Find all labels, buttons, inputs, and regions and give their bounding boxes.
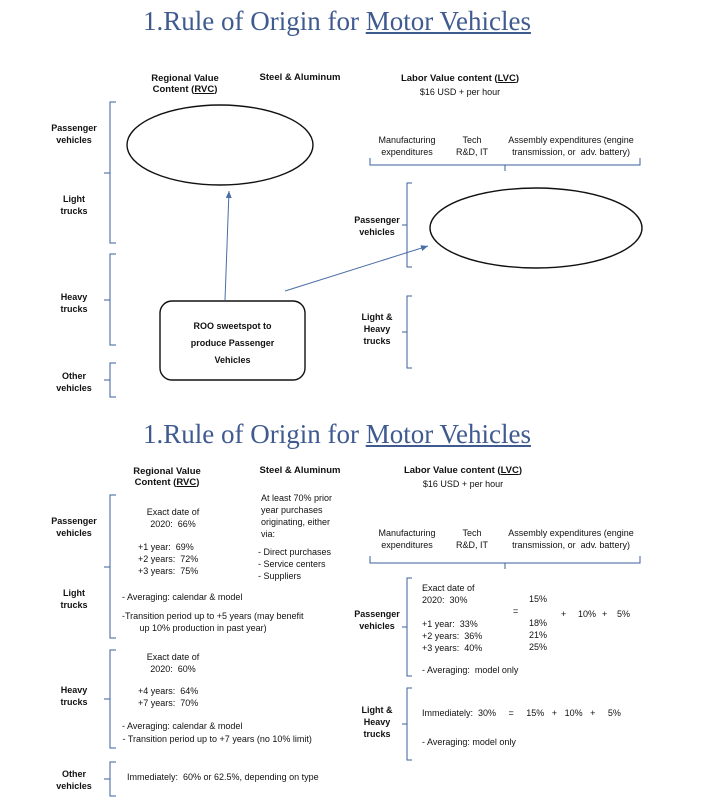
rvc-header-line2: Content ( bbox=[152, 84, 195, 95]
row2-label-light: Light trucks bbox=[60, 588, 88, 610]
lvc-header: Labor Value content (LVC) bbox=[385, 73, 535, 84]
heavy-averaging: - Averaging: calendar & model bbox=[122, 721, 243, 731]
lvc-pv-manufacturing: 15% 18% 21% 25% bbox=[528, 594, 547, 652]
arrow-to-rvc bbox=[224, 190, 232, 301]
bracket2-heavy bbox=[104, 649, 116, 749]
lvc2-row-label-heavy: Light & Heavy trucks bbox=[361, 705, 393, 739]
lvc-heavy-averaging: - Averaging: model only bbox=[422, 737, 516, 747]
lvc-heavy-line: Immediately: 30% = 15% + 10% + 5% bbox=[422, 708, 621, 718]
lvc-pv-averaging: - Averaging: model only bbox=[422, 665, 519, 675]
row2-label-heavy: Heavy trucks bbox=[60, 685, 88, 707]
ht-rvc-phase: +4 years: 64% +7 years: 70% bbox=[138, 686, 199, 708]
lvc-header-2: Labor Value content (LVC) bbox=[388, 465, 538, 476]
other-vehicles-text: Immediately: 60% or 62.5%, depending on … bbox=[127, 772, 319, 782]
lvc2-col-assembly: Assembly expenditures (engine transmissi… bbox=[508, 528, 634, 550]
bracket2-other bbox=[104, 761, 116, 797]
row2-label-passenger: Passenger vehicles bbox=[51, 516, 97, 538]
lvc-pv-tech: 10% bbox=[578, 609, 597, 619]
lvc-header2-text: Labor Value content ( bbox=[403, 465, 501, 476]
rvc-close: ) bbox=[214, 84, 218, 95]
bracket-other bbox=[104, 362, 116, 398]
rvc-header2-line1: Regional Value bbox=[133, 466, 201, 477]
rvc-header-line1: Regional Value bbox=[151, 73, 219, 84]
bracket-lvc-heavy bbox=[402, 295, 412, 369]
lvc-close-2: ) bbox=[518, 465, 523, 476]
row-label-heavy: Heavy trucks bbox=[60, 292, 88, 314]
heavy-transition: - Transition period up to +7 years (no 1… bbox=[120, 734, 312, 744]
lvc-pv-equals: = bbox=[513, 606, 519, 616]
title-text-2: 1.Rule of Origin for bbox=[143, 419, 366, 449]
lvc-ellipse bbox=[429, 187, 643, 269]
lvc-rate: $16 USD + per hour bbox=[419, 87, 501, 97]
lvc-pv-plus-1: + bbox=[561, 609, 567, 619]
title-text: 1.Rule of Origin for bbox=[143, 6, 366, 36]
page-title-2: 1.Rule of Origin for Motor Vehicles bbox=[143, 419, 531, 450]
bracket-passenger-light bbox=[104, 101, 116, 244]
lvc-pv-plus-2: + bbox=[602, 609, 608, 619]
sweetspot-text: ROO sweetspot to produce Passenger Vehic… bbox=[190, 321, 275, 365]
row2-label-other: Other vehicles bbox=[56, 769, 92, 791]
steel-header-2: Steel & Aluminum bbox=[259, 465, 341, 476]
rvc-header2-line2: Content ( bbox=[134, 477, 177, 488]
bracket2-lvc-passenger bbox=[402, 577, 412, 677]
sweetspot-box bbox=[159, 300, 306, 381]
bracket-lvc-passenger bbox=[402, 182, 412, 268]
lvc-abbr-2: LVC bbox=[500, 465, 519, 476]
title-link-2[interactable]: Motor Vehicles bbox=[365, 419, 531, 449]
lvc-header-text: Labor Value content ( bbox=[400, 73, 498, 84]
steel-header: Steel & Aluminum bbox=[259, 72, 341, 83]
bracket-lvc-top bbox=[369, 158, 641, 171]
pv-rvc-value: Exact date of 2020: 66% bbox=[146, 507, 200, 529]
row-label-passenger: Passenger vehicles bbox=[51, 123, 97, 145]
lvc2-row-label-passenger: Passenger vehicles bbox=[354, 609, 400, 631]
title-link[interactable]: Motor Vehicles bbox=[365, 6, 531, 36]
bracket2-passenger-light bbox=[104, 494, 116, 639]
arrow-to-lvc bbox=[284, 245, 429, 292]
rvc-close-2: ) bbox=[196, 477, 200, 488]
light-transition: -Transition period up to +5 years (may b… bbox=[122, 611, 304, 633]
lvc-rate-2: $16 USD + per hour bbox=[422, 479, 504, 489]
rvc-ellipse bbox=[126, 104, 314, 186]
lvc-abbr: LVC bbox=[497, 73, 516, 84]
lvc-pv-assembly: 5% bbox=[617, 609, 631, 619]
lvc-row-label-heavy: Light & Heavy trucks bbox=[361, 312, 393, 346]
bracket-heavy bbox=[104, 253, 116, 346]
row-label-other: Other vehicles bbox=[56, 371, 92, 393]
lvc2-col-tech: Tech R&D, IT bbox=[455, 528, 488, 550]
lvc-row-label-passenger: Passenger vehicles bbox=[354, 215, 400, 237]
lvc-col-assembly: Assembly expenditures (engine transmissi… bbox=[508, 135, 634, 157]
rvc-abbr-2: RVC bbox=[176, 477, 197, 488]
lvc-close: ) bbox=[515, 73, 520, 84]
lvc-pv-rows: Exact date of 2020: 30% +1 year: 33% +2 … bbox=[422, 583, 483, 653]
lvc2-col-manufacturing: Manufacturing expenditures bbox=[378, 528, 436, 550]
bracket2-lvc-heavy bbox=[402, 687, 412, 761]
row-label-light: Light trucks bbox=[60, 194, 88, 216]
lvc-col-tech: Tech R&D, IT bbox=[455, 135, 488, 157]
page-title: 1.Rule of Origin for Motor Vehicles bbox=[143, 6, 531, 37]
steel-list: - Direct purchases - Service centers - S… bbox=[258, 547, 332, 581]
steel-text: At least 70% prior year purchases origin… bbox=[261, 493, 333, 539]
rvc-abbr: RVC bbox=[194, 84, 215, 95]
bracket2-lvc-top bbox=[369, 556, 641, 569]
ht-rvc-value: Exact date of 2020: 60% bbox=[146, 652, 200, 674]
pv-rvc-phase: +1 year: 69% +2 years: 72% +3 years: 75% bbox=[138, 542, 199, 576]
light-averaging: - Averaging: calendar & model bbox=[122, 592, 243, 602]
lvc-col-manufacturing: Manufacturing expenditures bbox=[378, 135, 436, 157]
